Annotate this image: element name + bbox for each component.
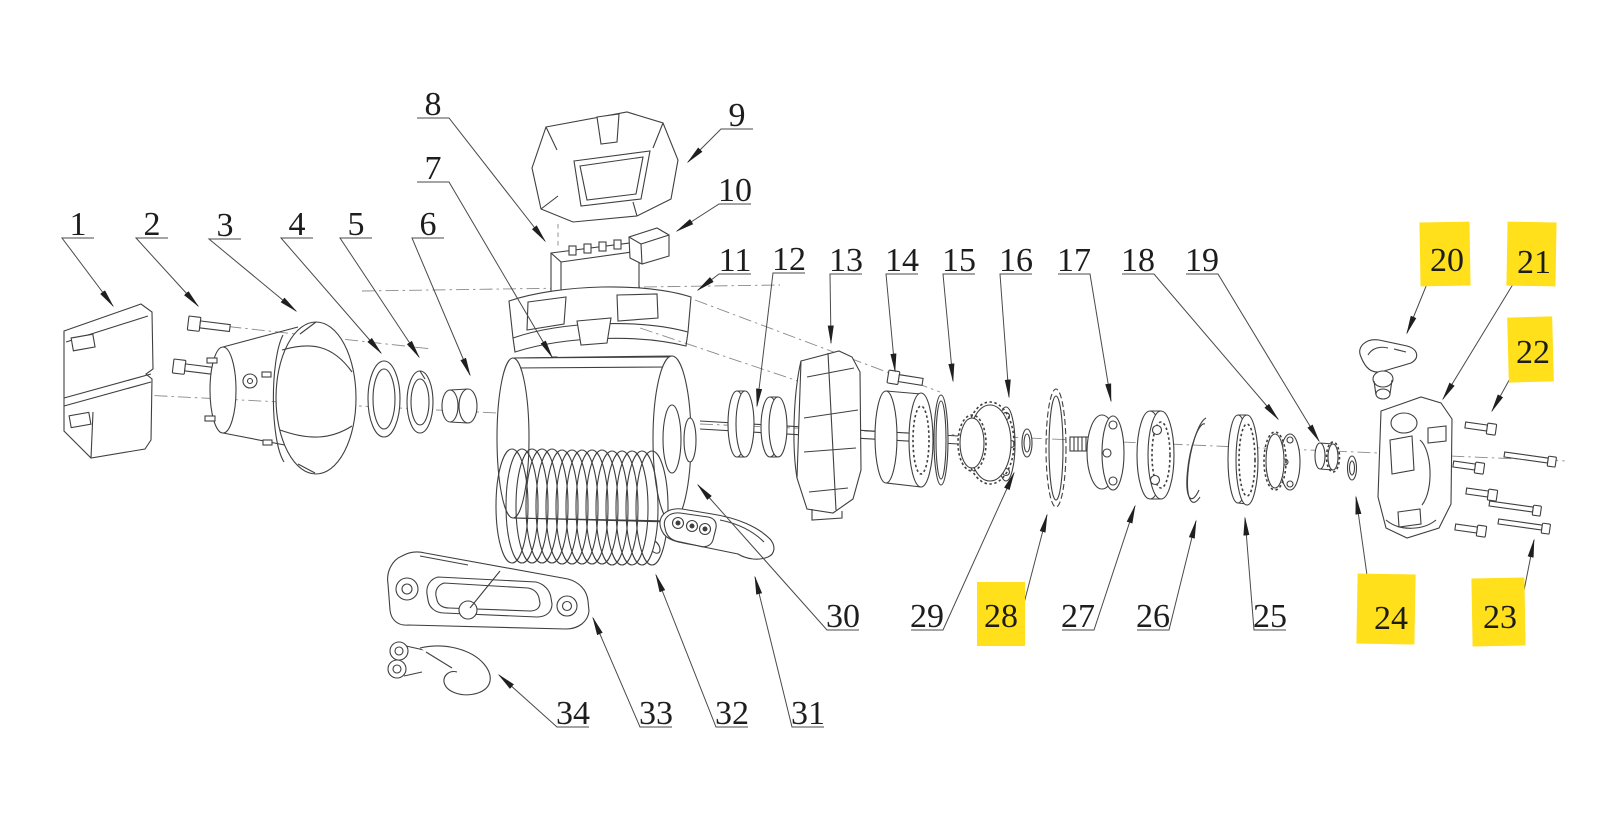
- part-seal-ring: [367, 360, 401, 438]
- callout-34-label: 34: [556, 695, 590, 732]
- highlight-28: [977, 582, 1025, 646]
- callout-28-label: 28: [984, 598, 1018, 635]
- part-drum-support-housing: [793, 350, 862, 521]
- part-control-box-cover: [531, 111, 679, 223]
- part-brake-gasket: [1045, 388, 1067, 508]
- part-remote-control: [659, 508, 775, 560]
- part-short-bolts: [1452, 421, 1499, 538]
- callout-6-label: 6: [420, 206, 437, 243]
- callout-1-label: 1: [70, 206, 87, 243]
- part-motor-assembly: [204, 321, 357, 475]
- highlight-24: [1356, 573, 1416, 645]
- callout-7-label: 7: [425, 150, 442, 187]
- part-gear-housing-end: [1377, 396, 1453, 539]
- callout-11-label: 11: [719, 242, 752, 279]
- part-planet-gear-set-large: [957, 401, 1016, 485]
- part-planet-gear-set-small: [1263, 431, 1301, 491]
- callout-4-label: 4: [289, 206, 306, 243]
- callout-16-label: 16: [999, 242, 1033, 279]
- callout-14-label: 14: [885, 242, 919, 279]
- highlight-20: [1419, 221, 1471, 287]
- part-thrust-washers: [727, 390, 788, 458]
- part-fairlead: [387, 551, 590, 630]
- part-brake-cylinder: [874, 390, 934, 488]
- callout-29-label: 29: [910, 598, 944, 635]
- callout-32-label: 32: [715, 695, 749, 732]
- callout-numbers: 1 2 3 4 5 6 7 8 9 10 11 12 13 14 15 16 1…: [70, 86, 1552, 732]
- part-cable-coil: [495, 448, 669, 566]
- callout-18-label: 18: [1121, 242, 1155, 279]
- callout-17-label: 17: [1057, 242, 1091, 279]
- part-solenoid-box: [628, 227, 670, 265]
- highlight-22: [1507, 316, 1554, 383]
- part-top-tie-bar: [508, 286, 692, 377]
- highlight-21: [1506, 221, 1557, 287]
- callout-22-label: 22: [1516, 334, 1550, 371]
- part-pinion-coupling: [1314, 441, 1341, 473]
- part-planet-carrier: [1069, 414, 1125, 491]
- part-drum: [496, 355, 697, 523]
- part-motor-coupling: [441, 388, 478, 424]
- part-mounting-bolts-left: [171, 315, 231, 376]
- callout-9-label: 9: [729, 97, 746, 134]
- part-thin-ring: [933, 394, 949, 486]
- part-hook: [387, 641, 491, 696]
- callout-33-label: 33: [639, 695, 673, 732]
- callout-15-label: 15: [942, 242, 976, 279]
- part-small-washer: [1021, 428, 1033, 458]
- part-long-bolts: [1488, 451, 1557, 535]
- part-ring-gear: [1227, 414, 1259, 506]
- part-washer-ring: [406, 370, 434, 434]
- part-snap-ring: [1186, 417, 1207, 503]
- callout-25-label: 25: [1253, 598, 1287, 635]
- callout-13-label: 13: [829, 242, 863, 279]
- part-motor-end-cover: [63, 303, 154, 459]
- part-end-washer: [1346, 455, 1358, 481]
- callout-highlights: [977, 221, 1557, 647]
- callout-23-label: 23: [1483, 599, 1517, 636]
- callout-27-label: 27: [1061, 598, 1095, 635]
- callout-8-label: 8: [425, 86, 442, 123]
- callout-30-label: 30: [826, 598, 860, 635]
- callout-12-label: 12: [772, 241, 806, 278]
- part-support-bolt: [886, 369, 924, 386]
- callout-2-label: 2: [144, 206, 161, 243]
- callout-19-label: 19: [1185, 242, 1219, 279]
- callout-21-label: 21: [1517, 244, 1551, 281]
- callout-31-label: 31: [791, 695, 825, 732]
- callout-24-label: 24: [1374, 600, 1408, 637]
- callout-26-label: 26: [1136, 598, 1170, 635]
- part-ring-gear-bearing: [1136, 410, 1175, 500]
- part-clutch-lever: [1359, 339, 1418, 400]
- callout-3-label: 3: [217, 207, 234, 244]
- callout-20-label: 20: [1430, 242, 1464, 279]
- leader-lines: [61, 117, 1550, 728]
- highlight-23: [1471, 577, 1526, 647]
- callout-5-label: 5: [348, 206, 365, 243]
- callout-10-label: 10: [718, 172, 752, 209]
